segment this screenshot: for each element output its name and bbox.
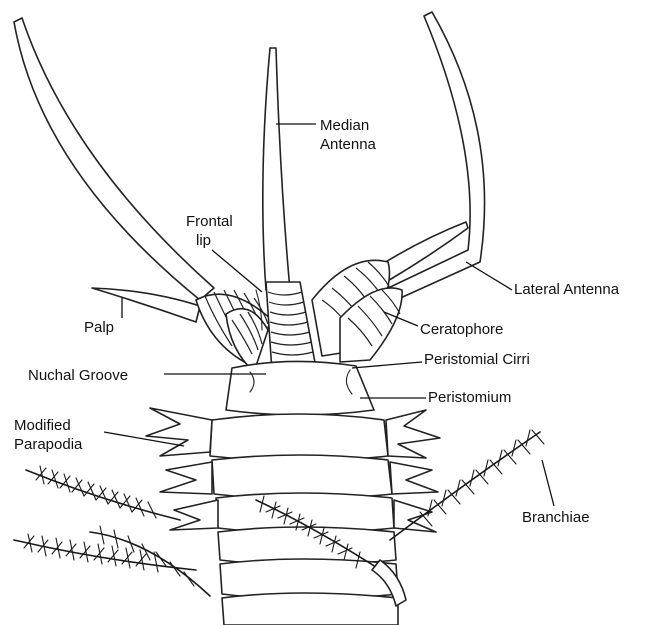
label-modified-parapodia: Modified	[14, 416, 71, 435]
label-median-antenna-line2: Antenna	[320, 135, 376, 154]
left-antenna	[14, 18, 214, 300]
leader-lateral-antenna	[466, 262, 512, 290]
leader-peristomial-cirri	[352, 362, 422, 368]
branchiae-left-2	[14, 534, 196, 572]
leader-branchiae	[542, 460, 554, 506]
label-peristomial-cirri: Peristomial Cirri	[424, 350, 530, 369]
label-lateral-antenna: Lateral Antenna	[514, 280, 619, 299]
label-modified-parapodia-line2: Parapodia	[14, 435, 82, 454]
label-frontal-lip: Frontal	[186, 212, 233, 231]
median-antenna	[263, 48, 290, 290]
label-median-antenna-line1: Median	[320, 116, 369, 135]
modified-parapodia-right	[386, 410, 440, 532]
branchiae-left-1	[26, 466, 180, 520]
label-palp: Palp	[84, 318, 114, 337]
label-nuchal-groove: Nuchal Groove	[28, 366, 128, 385]
branchiae-left-3	[90, 526, 210, 596]
label-median-antenna: Median	[320, 116, 369, 135]
peristomium	[226, 361, 374, 415]
label-ceratophore: Ceratophore	[420, 320, 503, 339]
label-peristomium: Peristomium	[428, 388, 511, 407]
palp	[92, 288, 200, 322]
body-segments	[210, 414, 398, 625]
label-branchiae: Branchiae	[522, 508, 590, 527]
ceratophore-median	[266, 282, 316, 372]
modified-parapodia-left	[146, 408, 218, 530]
label-frontal-lip-line2: lip	[196, 231, 211, 250]
leader-frontal-lip	[212, 250, 262, 292]
